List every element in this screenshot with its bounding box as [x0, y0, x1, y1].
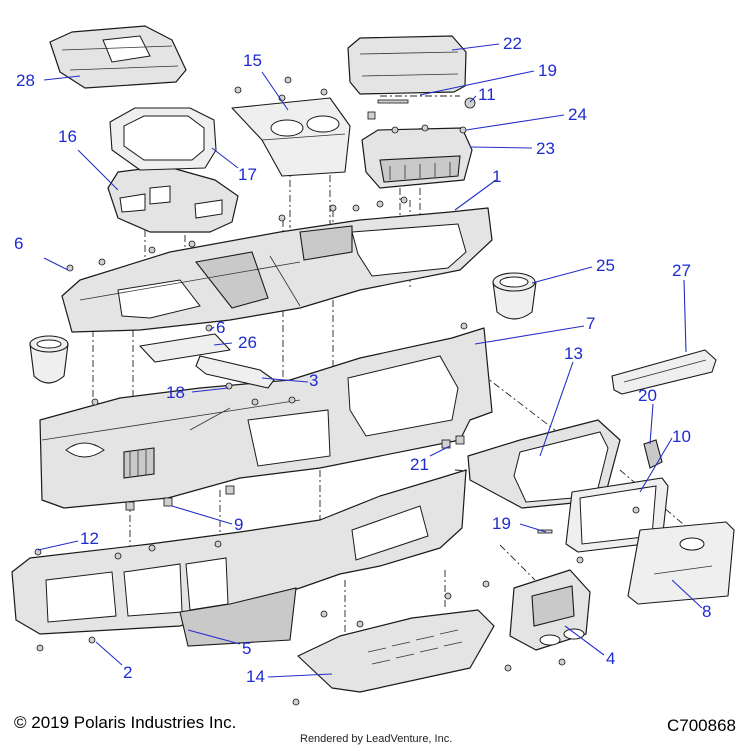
callout-15[interactable]: 15: [243, 51, 262, 70]
callout-3[interactable]: 3: [309, 371, 319, 390]
callout-24[interactable]: 24: [568, 105, 587, 124]
part-22-storage-lid: [347, 35, 467, 95]
part-8-glovebox-door: [627, 521, 735, 605]
callout-6a[interactable]: 6: [14, 234, 24, 253]
copyright-text: © 2019 Polaris Industries Inc.: [14, 713, 237, 732]
callout-9[interactable]: 9: [234, 515, 244, 534]
callout-1[interactable]: 1: [492, 167, 502, 186]
callout-21[interactable]: 21: [410, 455, 429, 474]
callout-25[interactable]: 25: [596, 256, 615, 275]
callout-10[interactable]: 10: [672, 427, 691, 446]
part-3-bracket: [195, 355, 275, 389]
leader-lines: [37, 43, 703, 678]
callout-28[interactable]: 28: [16, 71, 35, 90]
part-15-cupholder-tray: [231, 97, 351, 177]
callout-13[interactable]: 13: [564, 344, 583, 363]
part-23-storage-bin: [361, 127, 473, 189]
part-5-lower-dash: [11, 469, 467, 647]
part-1-upper-dash: [61, 207, 493, 333]
callout-27[interactable]: 27: [672, 261, 691, 280]
callout-20[interactable]: 20: [638, 386, 657, 405]
part-17-gauge-trim: [109, 107, 217, 171]
part-25-cupholder-right: [492, 272, 537, 320]
part-4-switch-panel: [509, 569, 591, 651]
callout-11[interactable]: 11: [478, 85, 496, 104]
cupholder-left: [29, 335, 69, 384]
callout-18[interactable]: 18: [166, 383, 185, 402]
fasteners: [34, 76, 640, 706]
callout-12[interactable]: 12: [80, 529, 99, 548]
callout-19b[interactable]: 19: [492, 514, 511, 533]
part-16-gauge-cover: [107, 165, 239, 233]
callout-26[interactable]: 26: [238, 333, 257, 352]
part-26-cover-plate: [139, 333, 231, 363]
callout-5[interactable]: 5: [242, 639, 252, 658]
callout-19a[interactable]: 19: [538, 61, 557, 80]
callout-2[interactable]: 2: [123, 663, 133, 682]
callout-16[interactable]: 16: [58, 127, 77, 146]
diagram-code: C700868: [666, 716, 736, 735]
part-27-trim-strip: [611, 349, 717, 395]
part-13-glovebox-bin: [467, 419, 621, 509]
part-14-lower-tray: [297, 609, 495, 693]
callout-17[interactable]: 17: [238, 165, 257, 184]
callout-14[interactable]: 14: [246, 667, 265, 686]
callout-8[interactable]: 8: [702, 602, 712, 621]
callout-23[interactable]: 23: [536, 139, 555, 158]
callout-7[interactable]: 7: [586, 314, 596, 333]
part-20-latch: [643, 439, 663, 469]
rendered-by-text: Rendered by LeadVenture, Inc.: [300, 733, 453, 745]
part-7-dash-frame: [39, 327, 493, 509]
callout-22[interactable]: 22: [503, 34, 522, 53]
part-28-gauge-bezel: [49, 25, 187, 89]
callout-6b[interactable]: 6: [216, 318, 226, 337]
callout-4[interactable]: 4: [606, 649, 616, 668]
